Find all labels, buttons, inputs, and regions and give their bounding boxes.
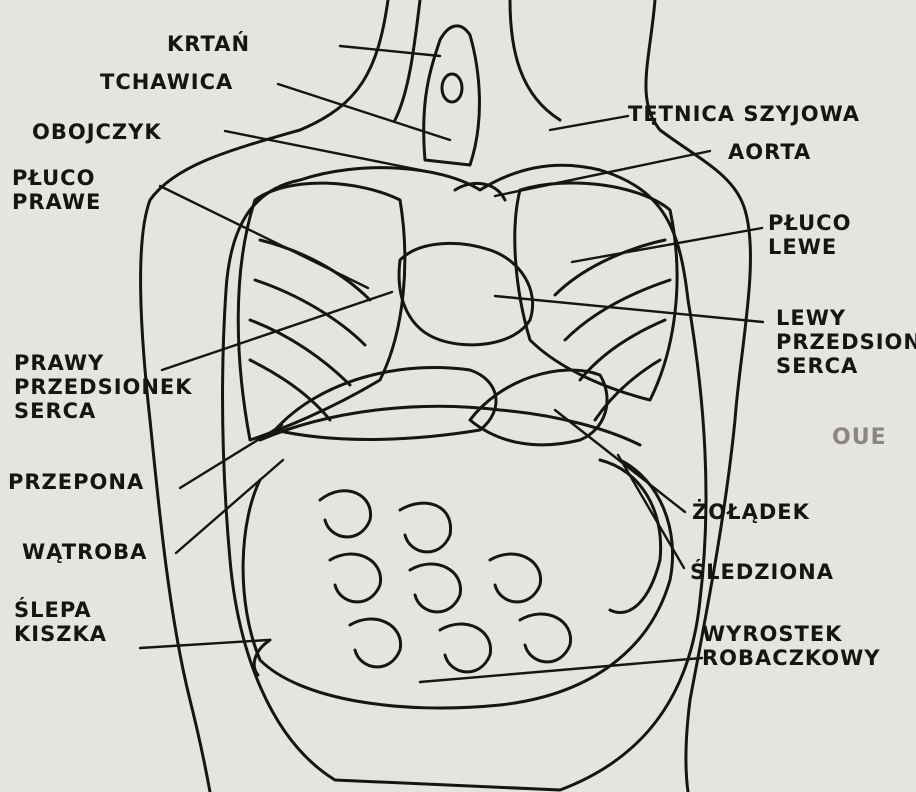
label-tchawica: TCHAWICA [100,70,233,94]
label-prawy-przedsionek: PRAWY PRZEDSIONEK SERCA [14,351,193,423]
neck-left [395,0,420,120]
label-wyrostek-robaczkowy: WYROSTEK ROBACZKOWY [702,622,880,670]
liver [275,368,496,440]
label-pluco-lewe: PŁUCO LEWE [768,211,851,259]
aorta [455,183,505,200]
label-sledziona: ŚLEDZIONA [690,560,834,584]
spleen [600,460,661,613]
larynx-outline [424,26,480,165]
left-lung [515,183,677,400]
label-watroba: WĄTROBA [22,540,147,564]
label-zoladek: ŻOŁĄDEK [692,500,810,524]
appendix [254,640,270,675]
neck-right [510,0,560,120]
label-lewy-przedsion: LEWY PRZEDSION. SERCA [776,306,916,378]
label-slepa-kiszka: ŚLEPA KISZKA [14,598,107,646]
label-obojczyk: OBOJCZYK [32,120,162,144]
label-tetnica-szyjowa: TĘTNICA SZYJOWA [628,102,860,126]
heart [399,243,533,344]
label-pluco-prawe: PŁUCO PRAWE [12,166,101,214]
side-text-fragment: OUE [832,426,887,450]
label-krtan: KRTAŃ [167,32,250,56]
label-aorta: AORTA [728,140,811,164]
label-przepona: PRZEPONA [8,470,144,494]
